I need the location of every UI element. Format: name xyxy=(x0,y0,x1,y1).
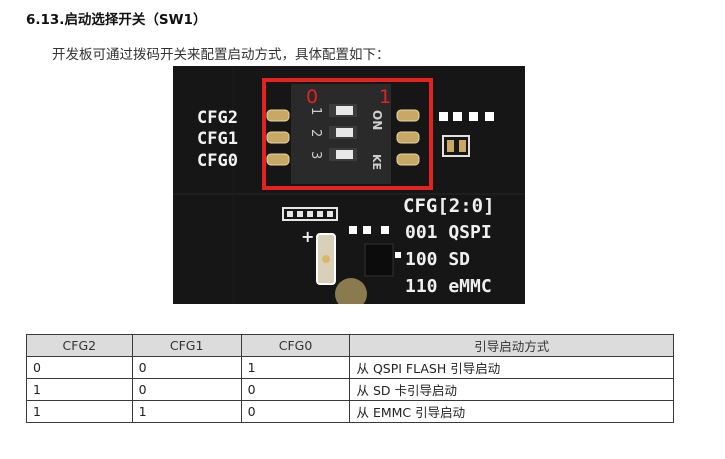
cell-cfg0: 1 xyxy=(240,356,351,379)
switch-ke-label: KE xyxy=(370,154,383,170)
silk-mode-qspi: 001 QSPI xyxy=(405,222,492,243)
section-heading: 6.13.启动选择开关（SW1） xyxy=(26,8,206,28)
header-boot-mode: 引导启动方式 xyxy=(349,334,674,357)
header-cfg1: CFG1 xyxy=(131,334,242,357)
intro-paragraph: 开发板可通过拨码开关来配置启动方式，具体配置如下： xyxy=(52,47,390,63)
cell-cfg0: 0 xyxy=(240,400,351,423)
cell-boot-mode: 从 QSPI FLASH 引导启动 xyxy=(349,356,674,379)
table-header-row: CFG2 CFG1 CFG0 引导启动方式 xyxy=(26,334,674,357)
switch-position-3: 3 xyxy=(308,151,323,159)
dip-switch: 1 2 3 ON KE xyxy=(291,84,391,184)
cell-boot-mode: 从 SD 卡引导启动 xyxy=(349,378,674,401)
silk-plus-sign: + xyxy=(301,227,314,246)
pin-label-cfg1: CFG1 xyxy=(197,129,238,149)
right-components xyxy=(439,112,494,157)
switch-position-2: 2 xyxy=(308,129,323,137)
table-row: 1 0 0 从 SD 卡引导启动 xyxy=(26,378,674,401)
cell-boot-mode: 从 EMMC 引导启动 xyxy=(349,400,674,423)
switch-mark-0: 0 xyxy=(306,86,318,108)
cell-cfg2: 0 xyxy=(26,356,133,379)
pin-label-cfg2: CFG2 xyxy=(197,108,238,128)
switch-position-1: 1 xyxy=(308,107,323,115)
pin-label-cfg0: CFG0 xyxy=(197,151,238,171)
left-solder-pads xyxy=(266,109,290,166)
cell-cfg1: 0 xyxy=(131,378,242,401)
header-cfg0: CFG0 xyxy=(240,334,351,357)
cell-cfg1: 0 xyxy=(131,356,242,379)
boot-mode-table: CFG2 CFG1 CFG0 引导启动方式 0 0 1 从 QSPI FLASH… xyxy=(26,334,674,423)
silk-mode-emmc: 110 eMMC xyxy=(405,276,492,297)
section-number: 6.13. xyxy=(26,12,65,28)
cell-cfg2: 1 xyxy=(26,400,133,423)
right-solder-pads xyxy=(396,109,420,166)
lower-components xyxy=(282,207,401,304)
silk-cfg-range: CFG[2:0] xyxy=(403,195,495,217)
table-row: 1 1 0 从 EMMC 引导启动 xyxy=(26,400,674,423)
cell-cfg0: 0 xyxy=(240,378,351,401)
switch-mark-1: 1 xyxy=(379,86,391,108)
cell-cfg2: 1 xyxy=(26,378,133,401)
highlight-frame xyxy=(262,78,433,190)
section-title: 启动选择开关（SW1） xyxy=(64,12,207,28)
board-photo: CFG2 CFG1 CFG0 1 2 3 ON KE xyxy=(173,66,525,304)
header-cfg2: CFG2 xyxy=(26,334,133,357)
switch-on-label: ON xyxy=(370,110,384,130)
cell-cfg1: 1 xyxy=(131,400,242,423)
silk-mode-sd: 100 SD xyxy=(405,249,470,270)
table-row: 0 0 1 从 QSPI FLASH 引导启动 xyxy=(26,356,674,379)
